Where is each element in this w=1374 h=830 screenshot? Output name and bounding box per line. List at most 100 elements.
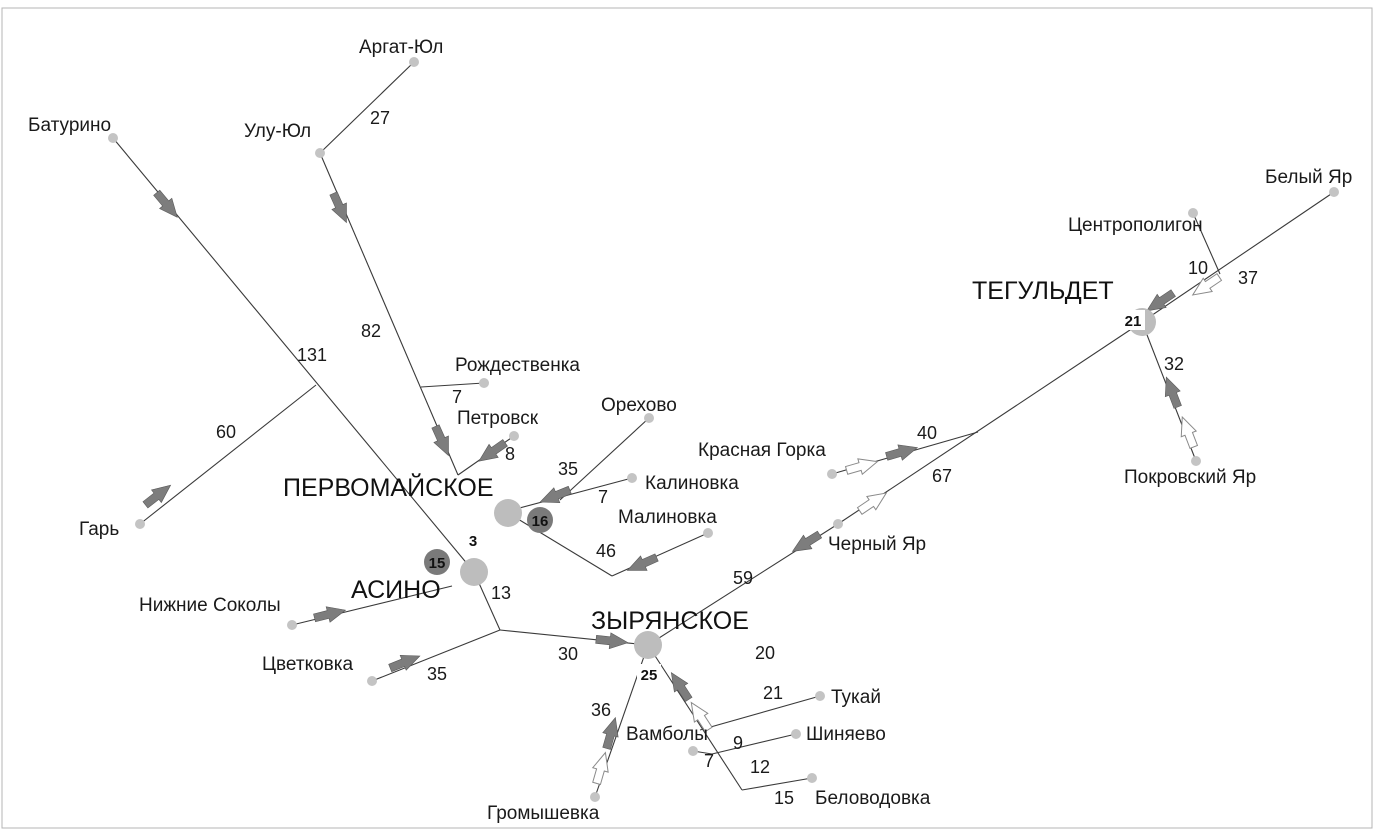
village-label-ulu-yul: Улу-Юл — [244, 121, 311, 142]
marker-asino — [460, 558, 488, 586]
road-shinyaevo — [711, 733, 797, 755]
distance-label: 32 — [1164, 354, 1184, 374]
marker-shinyaevo — [791, 729, 801, 739]
marker-bely-yar — [1329, 187, 1339, 197]
marker-petrovsk — [509, 431, 519, 441]
village-label-tsvetkovka: Цветковка — [262, 654, 353, 675]
distance-label: 13 — [491, 583, 511, 603]
village-label-tukay: Тукай — [831, 687, 881, 708]
distance-label: 67 — [932, 466, 952, 486]
distance-label: 27 — [370, 108, 390, 128]
village-label-vamboly: Вамболы — [626, 724, 708, 745]
distance-label: 9 — [733, 733, 743, 753]
road-kalinovka — [511, 477, 633, 511]
marker-argat-yul — [409, 57, 419, 67]
distance-label: 30 — [558, 644, 578, 664]
village-label-garj: Гарь — [79, 519, 119, 540]
distance-label: 35 — [558, 459, 578, 479]
badge-teguldet — [1121, 310, 1145, 330]
badge-asino-left-value: 15 — [429, 555, 446, 572]
road-tsvetkovka — [371, 629, 501, 682]
flow-arrow — [1146, 289, 1176, 312]
village-label-cherny-yar: Черный Яр — [828, 534, 926, 555]
road-belovodovka — [741, 777, 813, 791]
road-malinovka — [611, 532, 709, 577]
marker-tsvetkovka — [367, 676, 377, 686]
distance-label: 7 — [704, 751, 714, 771]
village-label-argat-yul: Аргат-Юл — [359, 37, 443, 58]
village-label-bely-yar: Белый Яр — [1265, 167, 1352, 188]
distance-label: 7 — [452, 387, 462, 407]
flow-arrow — [885, 444, 919, 461]
distance-label: 15 — [774, 788, 794, 808]
distance-label: 37 — [1238, 268, 1258, 288]
marker-garj — [135, 519, 145, 529]
village-label-krasnaya-gorka: Красная Горка — [698, 440, 826, 461]
marker-nizhnie-sokoly — [287, 620, 297, 630]
flow-arrow-light — [844, 458, 879, 476]
road-orekhovo — [559, 417, 650, 501]
flow-arrow-light — [591, 751, 609, 786]
road-argat-ulu — [319, 61, 415, 154]
distance-label: 20 — [755, 643, 775, 663]
distance-label: 82 — [361, 321, 381, 341]
road-tukay — [699, 695, 821, 731]
distance-label: 8 — [505, 444, 515, 464]
city-label-pervomayskoe: ПЕРВОМАЙСКОЕ — [283, 472, 494, 502]
settlement-markers — [108, 57, 1339, 802]
marker-rozhdestvenka — [479, 378, 489, 388]
flow-arrow — [595, 632, 629, 650]
distance-label: 131 — [297, 345, 327, 365]
flow-arrow-light — [1180, 415, 1199, 450]
marker-pervomayskoe — [494, 499, 522, 527]
roads — [112, 61, 1335, 798]
flow-arrow — [329, 191, 347, 224]
village-label-kalinovka: Калиновка — [645, 473, 739, 494]
distance-label: 35 — [427, 664, 447, 684]
distance-label: 46 — [596, 541, 616, 561]
marker-kalinovka — [627, 473, 637, 483]
distance-label: 21 — [763, 683, 783, 703]
flow-arrows — [142, 189, 1223, 786]
village-label-malinovka: Малиновка — [618, 507, 717, 528]
badge-asino-top — [462, 530, 484, 550]
city-labels: ПЕРВОМАЙСКОЕ АСИНО ЗЫРЯНСКОЕ ТЕГУЛЬДЕТ — [283, 277, 1114, 635]
distance-label: 59 — [733, 568, 753, 588]
marker-belovodovka — [807, 773, 817, 783]
badge-pervomayskoe-value: 16 — [532, 513, 549, 530]
village-label-shinyaevo: Шиняево — [806, 724, 886, 745]
village-label-belovodovka: Беловодовка — [815, 788, 931, 809]
road-garj — [139, 384, 317, 525]
flow-arrow — [791, 530, 823, 552]
marker-tukay — [815, 691, 825, 701]
flow-arrow — [602, 716, 619, 750]
flow-arrow — [539, 485, 572, 503]
distance-label: 12 — [750, 757, 770, 777]
road-tsentropoligon — [1192, 212, 1221, 275]
badge-zyryanskoe-value: 25 — [641, 667, 658, 684]
distance-label: 40 — [917, 423, 937, 443]
flow-arrow — [388, 655, 421, 673]
city-label-zyryanskoe: ЗЫРЯНСКОЕ — [591, 607, 749, 635]
road-bely-yar — [1141, 191, 1335, 323]
marker-malinovka — [703, 528, 713, 538]
count-badges: 16 15 3 25 21 — [424, 310, 1145, 684]
flow-arrow — [670, 671, 693, 703]
marker-orekhovo — [644, 413, 654, 423]
marker-ulu-yul — [315, 148, 325, 158]
flow-arrow-light — [690, 701, 713, 733]
distance-label: 60 — [216, 422, 236, 442]
road-rozhdestvenka — [420, 382, 485, 388]
flow-arrow — [626, 553, 659, 571]
badge-asino-left — [424, 549, 450, 575]
road-pervomayskoe-junction — [507, 512, 613, 577]
marker-cherny-yar — [833, 519, 843, 529]
village-label-petrovsk: Петровск — [457, 408, 539, 429]
flow-arrow — [153, 189, 178, 218]
road-cherny-teguldet — [837, 321, 1143, 525]
flow-arrow — [431, 424, 449, 457]
map-frame — [1, 7, 1373, 829]
badge-zyryanskoe — [637, 664, 661, 684]
